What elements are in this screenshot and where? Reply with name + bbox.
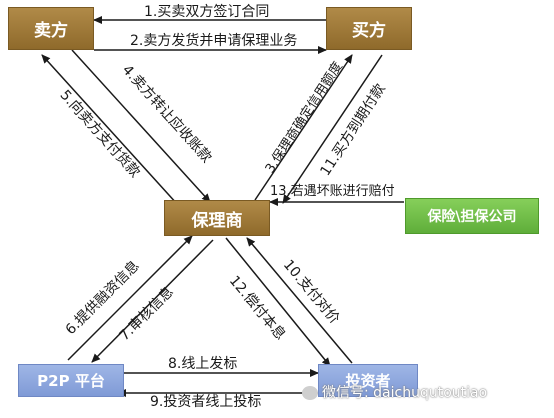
- node-insurer: 保险\担保公司: [405, 198, 539, 234]
- arrow-e10: [246, 237, 353, 364]
- node-investor: 投资者: [318, 364, 418, 397]
- node-seller: 卖方: [8, 7, 94, 50]
- arrow-e12: [225, 237, 331, 367]
- node-buyer: 买方: [326, 7, 412, 50]
- arrow-e5: [41, 54, 179, 206]
- edge-label-e13: 13.若遇坏账进行赔付: [270, 184, 395, 199]
- node-factor: 保理商: [164, 200, 270, 236]
- arrow-e3: [254, 54, 353, 201]
- edge-label-e2: 2.卖方发货并申请保理业务: [130, 33, 298, 49]
- arrow-e4: [71, 49, 211, 203]
- edge-label-e8: 8.线上发标: [168, 356, 238, 372]
- arrow-e7: [91, 239, 214, 363]
- edge-label-e1: 1.买卖双方签订合同: [144, 4, 270, 20]
- watermark-label: 微信号: daichuqutoutiao: [322, 385, 488, 401]
- wechat-icon: [302, 386, 318, 400]
- arrow-e11: [282, 54, 383, 204]
- node-p2p: P2P 平台: [18, 364, 124, 397]
- arrow-e6: [67, 235, 193, 361]
- watermark-text: 微信号: daichuqutoutiao: [302, 382, 487, 402]
- edge-label-e9: 9.投资者线上投标: [150, 394, 262, 410]
